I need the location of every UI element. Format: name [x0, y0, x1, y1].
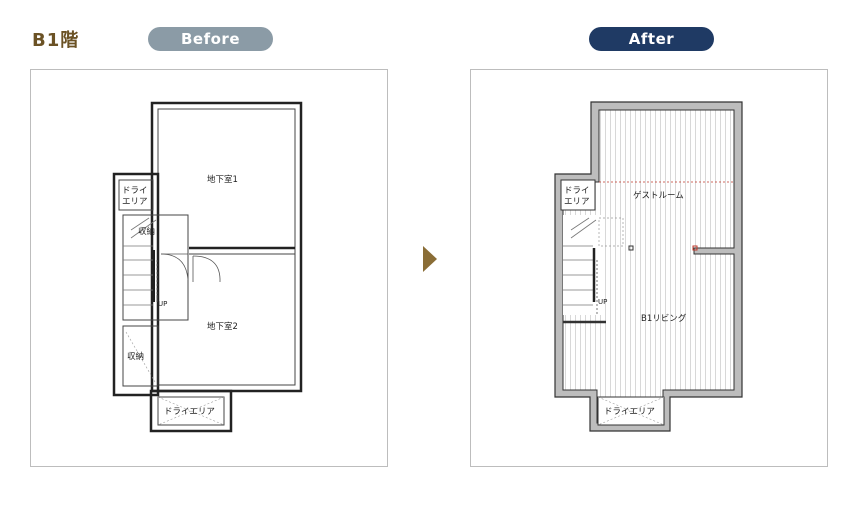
after-tag: After [589, 27, 714, 51]
before-stairs-up-label: UP [158, 300, 167, 308]
after-floor-plan: ゲストルーム B1リビング ドライ エリア UP ドライエリア [470, 69, 828, 467]
floor-label: B1階 [32, 30, 80, 51]
after-guest-room-label: ゲストルーム [633, 190, 684, 201]
before-plan-drawing: 地下室1 地下室2 ドライ エリア 収納 収納 UP ドライエリア [112, 101, 303, 433]
before-basement2-label: 地下室2 [207, 321, 238, 332]
after-b1-living-label: B1リビング [641, 313, 687, 324]
after-dry-area-side-label-2: エリア [564, 197, 590, 207]
before-floor-plan: 地下室1 地下室2 ドライ エリア 収納 収納 UP ドライエリア [30, 69, 388, 467]
before-tag: Before [148, 27, 273, 51]
before-storage-lower-label: 収納 [127, 351, 144, 362]
before-dry-area-side-label-2: エリア [122, 197, 148, 207]
after-dry-area-bottom-label: ドライエリア [604, 407, 655, 417]
before-dry-area-side-label-1: ドライ [122, 186, 148, 196]
before-basement1-label: 地下室1 [207, 174, 238, 185]
after-stairs-up-label: UP [598, 298, 607, 306]
transition-arrow-icon [423, 246, 437, 272]
after-dry-area-side-label-1: ドライ [564, 186, 590, 196]
after-plan-drawing: ゲストルーム B1リビング ドライ エリア UP ドライエリア [554, 101, 743, 432]
before-storage-upper-label: 収納 [138, 226, 155, 237]
before-dry-area-bottom-label: ドライエリア [164, 407, 215, 417]
